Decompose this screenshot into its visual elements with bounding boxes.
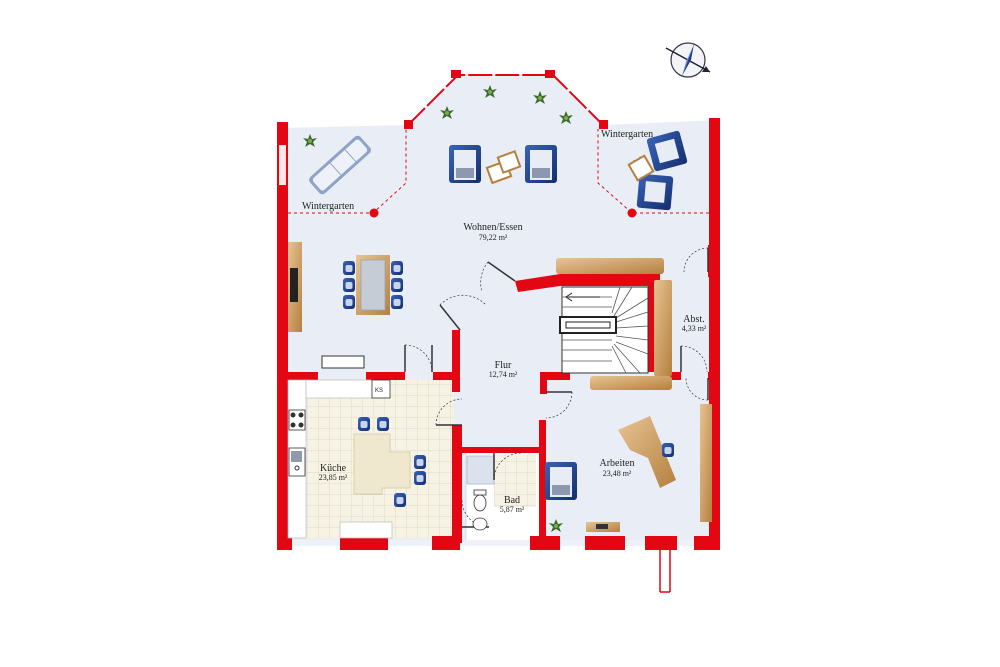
low-cabinet <box>586 522 620 532</box>
dining-table-icon <box>343 255 403 315</box>
staircase <box>559 286 649 374</box>
interior-walls <box>285 245 712 543</box>
room-label-abst: Abst. <box>683 314 704 325</box>
armchair-icon <box>545 462 577 500</box>
room-area-wohnen: 79,22 m² <box>479 233 508 242</box>
room-area-arbeiten: 23,48 m² <box>603 469 632 478</box>
exterior-walls <box>277 70 720 550</box>
shower-floor <box>466 455 495 485</box>
desk-icon <box>618 416 676 488</box>
bookshelf <box>700 404 712 522</box>
wintergarten-dividers <box>288 129 709 214</box>
bay-window <box>407 74 604 126</box>
column-left <box>369 208 379 218</box>
coffee-table-icon <box>485 150 522 185</box>
washbasin-icon <box>472 517 488 531</box>
room-area-flur: 12,74 m² <box>489 370 518 379</box>
toilet-icon <box>473 489 487 512</box>
stair-railing <box>556 258 672 390</box>
door-swing-icon <box>404 247 709 528</box>
room-label-wohnen: Wohnen/Essen <box>463 222 522 233</box>
tv-cabinet-icon <box>288 242 302 332</box>
entrance-step <box>659 550 671 593</box>
windows <box>279 145 694 546</box>
room-area-kueche: 23,85 m² <box>319 473 348 482</box>
room-label-arbeiten: Arbeiten <box>600 458 635 469</box>
room-area-bad: 5,87 m² <box>500 505 525 514</box>
kitchen-island <box>353 433 411 495</box>
radiator <box>321 355 365 369</box>
compass-icon <box>665 42 711 78</box>
room-label-bad: Bad <box>504 495 520 506</box>
stove-icon <box>288 409 306 431</box>
room-area-abst: 4,33 m² <box>682 324 707 333</box>
room-label-kueche: Küche <box>320 463 347 474</box>
room-label-flur: Flur <box>495 360 512 371</box>
shower-tray <box>494 455 536 507</box>
room-label-wintergarten-right: Wintergarten <box>601 129 653 140</box>
column-right <box>627 208 637 218</box>
sink-icon <box>288 447 306 477</box>
chair-icon <box>627 130 688 211</box>
fridge-label: KS <box>375 388 383 394</box>
lounge-chair-icon <box>309 135 371 195</box>
room-label-wintergarten-left: Wintergarten <box>302 201 354 212</box>
